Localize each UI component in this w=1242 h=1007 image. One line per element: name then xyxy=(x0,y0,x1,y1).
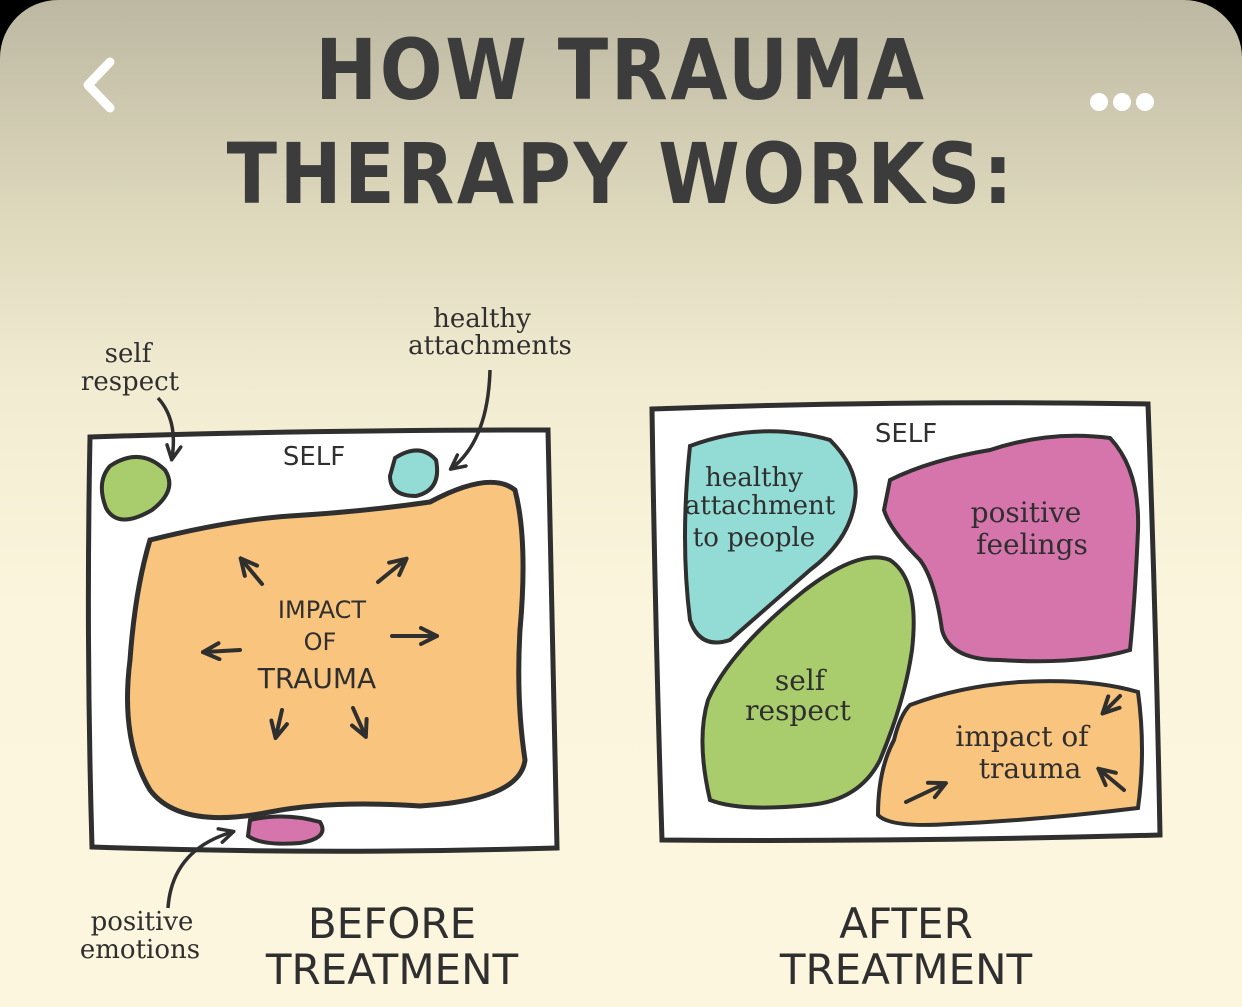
before-outward-arrows xyxy=(205,560,435,736)
callout-self-respect-arrow xyxy=(156,396,173,458)
after-inward-arrows xyxy=(904,694,1126,804)
callout-self-respect-line-2: respect xyxy=(81,367,180,397)
callout-emotions-arrow xyxy=(166,832,232,909)
before-trauma-blob xyxy=(125,479,528,821)
after-self-respect-line-1: self xyxy=(775,664,828,697)
more-options-button[interactable] xyxy=(1080,84,1170,120)
before-attachment-blob xyxy=(387,448,439,499)
before-of-label: OF xyxy=(304,628,337,656)
before-self-respect-blob xyxy=(99,454,172,522)
after-attachment-blob xyxy=(683,429,858,645)
after-attachment-line-1: healthy xyxy=(705,463,803,493)
callout-emotions-line-2: emotions xyxy=(80,935,200,965)
chevron-left-icon xyxy=(83,57,115,113)
after-caption-line-2: TREATMENT xyxy=(779,945,1033,994)
after-attachment-line-2: attachment xyxy=(685,491,836,521)
callout-attachments-arrow xyxy=(452,369,492,468)
before-self-label: SELF xyxy=(283,442,345,472)
after-feelings-line-1: positive xyxy=(971,496,1082,529)
before-impact-label: IMPACT xyxy=(278,596,366,624)
title-line-1: HOW TRAUMA xyxy=(315,21,927,119)
after-trauma-line-2: trauma xyxy=(979,752,1082,785)
before-panel: SELF IMPACT OF TRAUMA self respect healt… xyxy=(80,304,572,994)
after-caption-line-1: AFTER xyxy=(839,899,973,948)
callout-attachments-line-1: healthy xyxy=(433,304,531,334)
back-button[interactable] xyxy=(72,52,132,116)
more-horizontal-icon xyxy=(1090,93,1154,111)
before-caption-line-1: BEFORE xyxy=(308,899,476,948)
after-attachment-line-3: to people xyxy=(693,523,815,553)
after-panel: SELF healthy attachment to people positi… xyxy=(649,400,1163,994)
before-trauma-label: TRAUMA xyxy=(257,662,376,695)
title-line-2: THERAPY WORKS: xyxy=(226,125,1016,223)
after-feelings-line-2: feelings xyxy=(976,528,1088,561)
callout-emotions-line-1: positive xyxy=(91,907,194,937)
before-caption-line-2: TREATMENT xyxy=(265,945,519,994)
after-feelings-blob xyxy=(881,433,1141,664)
callout-attachments-line-2: attachments xyxy=(408,331,572,361)
before-emotions-blob xyxy=(245,814,325,846)
page-title: HOW TRAUMA THERAPY WORKS: xyxy=(0,18,1242,226)
callout-self-respect-line-1: self xyxy=(105,339,154,369)
after-self-respect-line-2: respect xyxy=(745,694,852,727)
after-trauma-line-1: impact of xyxy=(955,720,1091,753)
after-self-respect-blob xyxy=(700,555,916,810)
after-self-label: SELF xyxy=(875,419,937,449)
